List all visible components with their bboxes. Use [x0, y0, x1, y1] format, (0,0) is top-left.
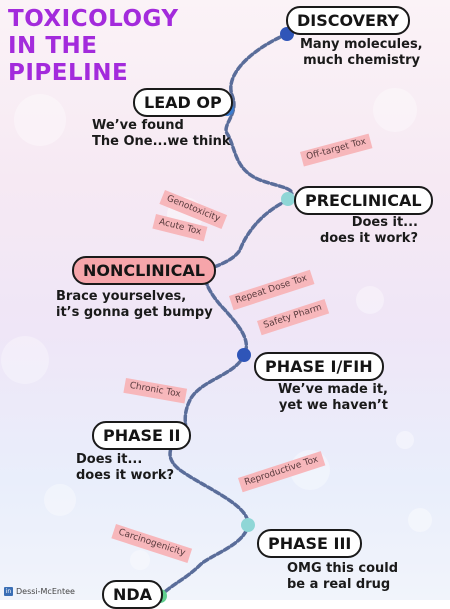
footer-credit: in Dessi-McEntee [4, 587, 75, 596]
page-title: TOXICOLOGY IN THE PIPELINE [8, 6, 179, 87]
stage-preclinical-desc-line-1: Does it... [351, 215, 418, 230]
stage-discovery-desc-line-1: Many molecules, [300, 37, 423, 52]
stage-phase-1-desc: We’ve made it, yet we haven’t [270, 382, 388, 414]
title-line-2: IN THE [8, 33, 98, 59]
stage-phase-2-desc-line-1: Does it... [76, 452, 143, 467]
stage-preclinical-desc: Does it... does it work? [300, 215, 418, 247]
stage-phase-1-desc-line-2: yet we haven’t [278, 398, 388, 413]
stage-discovery-desc: Many molecules, much chemistry [300, 37, 423, 69]
stage-preclinical-desc-line-2: does it work? [319, 231, 418, 246]
title-line-1: TOXICOLOGY [8, 6, 179, 32]
stage-nonclinical-desc-line-1: Brace yourselves, [56, 289, 187, 304]
stage-phase-3-desc: OMG this could be a real drug [287, 561, 398, 593]
stage-nda: NDA [102, 580, 164, 609]
stage-phase-2-desc-line-2: does it work? [76, 468, 175, 483]
title-line-3: PIPELINE [8, 60, 129, 86]
stage-discovery-desc-line-2: much chemistry [303, 53, 420, 68]
preclinical-marker [281, 192, 295, 206]
stage-preclinical: PRECLINICAL [294, 186, 433, 215]
stage-lead-op-desc: We’ve found The One...we think [92, 118, 231, 150]
author-name: Dessi-McEntee [16, 587, 75, 596]
stage-discovery: DISCOVERY [286, 6, 411, 35]
phase-1-marker [237, 348, 251, 362]
stage-phase-3-desc-line-2: be a real drug [287, 577, 391, 592]
phase-3-marker [241, 518, 255, 532]
stage-phase-1-desc-line-1: We’ve made it, [277, 382, 388, 397]
stage-lead-op: LEAD OP [133, 88, 233, 117]
stage-nonclinical-desc: Brace yourselves, it’s gonna get bumpy [56, 289, 213, 321]
stage-phase-1: PHASE I/FIH [254, 352, 384, 381]
stage-nonclinical: NONCLINICAL [72, 256, 216, 285]
stage-lead-op-desc-line-2: The One...we think [92, 134, 231, 149]
stage-phase-3-desc-line-1: OMG this could [287, 561, 399, 576]
stage-phase-2-desc: Does it... does it work? [76, 452, 174, 484]
stage-nonclinical-desc-line-2: it’s gonna get bumpy [56, 305, 213, 320]
stage-lead-op-desc-line-1: We’ve found [92, 118, 184, 133]
stage-phase-2: PHASE II [92, 421, 192, 450]
stage-phase-3: PHASE III [257, 529, 363, 558]
linkedin-icon: in [4, 587, 13, 596]
